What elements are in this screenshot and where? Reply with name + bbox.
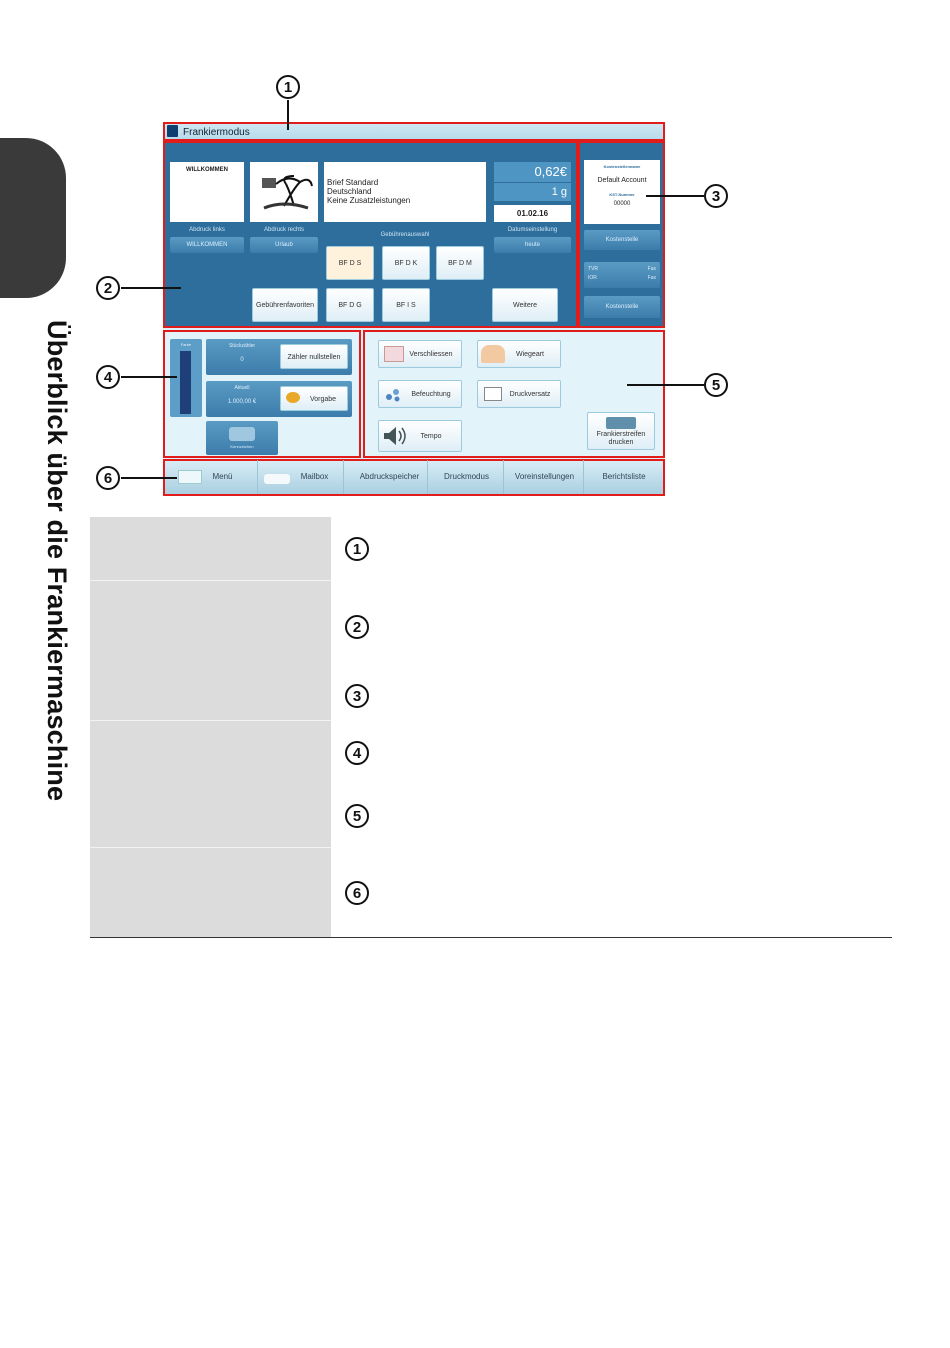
- fee-selection-label: Gebührenauswahl: [380, 232, 430, 238]
- weight-value: 1 g: [494, 183, 571, 201]
- credit-preset-label: Vorgabe: [309, 396, 337, 403]
- date-setting-button[interactable]: heute: [494, 237, 571, 253]
- imprint-right-card[interactable]: [250, 162, 318, 222]
- imprint-right-label: Abdruck rechts: [263, 227, 305, 233]
- imprint-right-button[interactable]: Urlaub: [250, 237, 318, 253]
- coins-icon: [286, 392, 300, 403]
- callout-6: 6: [96, 466, 120, 490]
- table-callout-4: 4: [345, 741, 369, 765]
- hand-weight-icon: [481, 345, 505, 363]
- nav-print-mode[interactable]: Druckmodus: [430, 460, 504, 494]
- callout-5: 5: [704, 373, 728, 397]
- current-credit-box: Aktuell 1.000,00 €: [206, 381, 352, 417]
- callout-1: 1: [276, 75, 300, 99]
- envelope-seal-icon: [384, 346, 404, 362]
- nav-imprint-memory[interactable]: Abdruckspeicher: [352, 460, 428, 494]
- speaker-icon: [381, 424, 407, 448]
- envelope-icon: [229, 427, 255, 441]
- callout-3: 3: [704, 184, 728, 208]
- ink-level-widget: Farbe: [170, 339, 202, 417]
- callout-1-line: [287, 100, 289, 130]
- imprint-left-label: Abdruck links: [189, 227, 225, 233]
- imprint-left-button[interactable]: WILLKOMMEN: [170, 237, 244, 253]
- table-callout-5: 5: [345, 804, 369, 828]
- date-value: 01.02.16: [494, 205, 571, 222]
- callout-3-line: [646, 195, 704, 197]
- callout-6-line: [121, 477, 177, 479]
- fee-button-bf-i-s[interactable]: BF I S: [382, 288, 430, 322]
- callout-4-line: [121, 376, 177, 378]
- table-callout-2: 2: [345, 615, 369, 639]
- account-button[interactable]: Kostenstelle: [584, 230, 660, 250]
- nav-presets[interactable]: Voreinstellungen: [506, 460, 584, 494]
- callout-2-line: [121, 287, 181, 289]
- water-drops-icon: [384, 385, 402, 403]
- date-setting-label: Datumseinstellung: [507, 227, 558, 233]
- letter-info-card: Brief Standard Deutschland Keine Zusatzl…: [324, 162, 486, 222]
- callout-4: 4: [96, 365, 120, 389]
- screen-title: Frankiermodus: [183, 127, 250, 138]
- table-row-divider: [90, 847, 331, 848]
- fee-button-bf-d-k[interactable]: BF D K: [382, 246, 430, 280]
- fee-favorites-button[interactable]: Gebührenfavoriten: [252, 288, 318, 322]
- mailbox-icon: [264, 474, 290, 484]
- account-card[interactable]: Kostenstellenname Default Account KST-Nu…: [584, 160, 660, 224]
- service-mark-button[interactable]: Kennzeichen: [206, 421, 278, 455]
- table-bottom-rule: [90, 937, 892, 938]
- account-name: Default Account: [597, 177, 647, 184]
- print-offset-icon: [484, 387, 502, 401]
- nav-mailbox[interactable]: Mailbox: [260, 460, 344, 494]
- moistening-button[interactable]: Befeuchtung: [378, 380, 462, 408]
- postage-value: 0,62€: [494, 162, 571, 182]
- account-secondary-button[interactable]: Kostenstelle: [584, 296, 660, 318]
- more-fees-button[interactable]: Weitere: [492, 288, 558, 322]
- callout-2: 2: [96, 276, 120, 300]
- ink-level-bar: [180, 351, 191, 414]
- nav-menu[interactable]: Menü: [166, 460, 258, 494]
- fee-button-bf-d-s[interactable]: BF D S: [326, 246, 374, 280]
- fee-button-bf-d-g[interactable]: BF D G: [326, 288, 374, 322]
- title-bar: Frankiermodus: [163, 122, 665, 141]
- account-name-label: Kostenstellenname: [603, 164, 641, 169]
- legend-table-labels: [90, 517, 331, 938]
- nav-report-list[interactable]: Berichtsliste: [602, 472, 646, 481]
- strip-icon: [606, 417, 636, 429]
- account-number-label: KST-Nummer: [609, 192, 635, 197]
- chapter-tab: [0, 138, 66, 298]
- palm-island-logo-icon: [262, 175, 313, 210]
- account-number: 00000: [613, 201, 631, 207]
- bottom-navigation: [163, 459, 665, 496]
- table-row-divider: [90, 580, 331, 581]
- fee-button-bf-d-m[interactable]: BF D M: [436, 246, 484, 280]
- reset-counter-button[interactable]: Zähler nullstellen: [280, 344, 348, 369]
- home-icon[interactable]: [167, 125, 178, 137]
- table-callout-6: 6: [345, 881, 369, 905]
- table-callout-3: 3: [345, 684, 369, 708]
- imprint-left-card[interactable]: WILLKOMMEN: [170, 162, 244, 222]
- menu-icon: [178, 470, 202, 484]
- table-row-divider: [90, 720, 331, 721]
- table-callout-1: 1: [345, 537, 369, 561]
- callout-5-line: [627, 384, 704, 386]
